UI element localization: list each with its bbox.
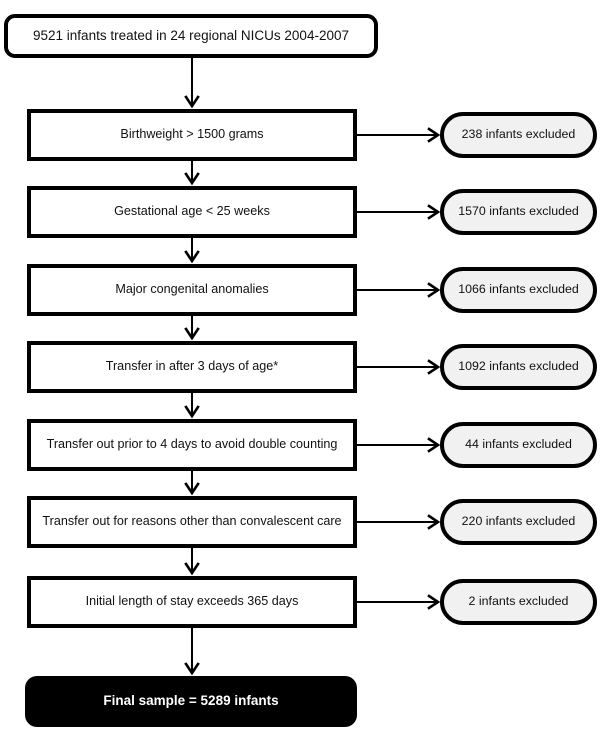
exclusion-arrow-2 [357, 204, 441, 220]
vertical-arrow-step7-to-final [184, 628, 200, 676]
exclusion-label-2: 1570 infants excluded [458, 204, 579, 219]
exclusion-arrow-3 [357, 282, 441, 298]
exclusion-node-7: 2 infants excluded [440, 579, 597, 625]
exclusion-node-2: 1570 infants excluded [440, 189, 597, 235]
exclusion-label-7: 2 infants excluded [468, 594, 569, 609]
criteria-node-7: Initial length of stay exceeds 365 days [27, 576, 357, 628]
cohort-header-node: 9521 infants treated in 24 regional NICU… [4, 14, 378, 58]
criteria-label-6: Transfer out for reasons other than conv… [42, 514, 342, 529]
exclusion-arrow-5 [357, 437, 441, 453]
cohort-header-label: 9521 infants treated in 24 regional NICU… [33, 27, 349, 43]
criteria-label-1: Birthweight > 1500 grams [120, 127, 264, 142]
exclusion-node-1: 238 infants excluded [440, 112, 597, 158]
vertical-arrow-step4-to-step5 [184, 393, 200, 419]
vertical-arrow-step5-to-step6 [184, 471, 200, 496]
criteria-node-4: Transfer in after 3 days of age* [27, 341, 357, 393]
exclusion-node-5: 44 infants excluded [440, 422, 597, 468]
vertical-arrow-header-to-step1 [184, 58, 200, 109]
criteria-node-5: Transfer out prior to 4 days to avoid do… [27, 419, 357, 471]
exclusion-arrow-6 [357, 514, 441, 530]
exclusion-node-3: 1066 infants excluded [440, 267, 597, 313]
criteria-node-1: Birthweight > 1500 grams [27, 109, 357, 161]
final-sample-node: Final sample = 5289 infants [25, 676, 357, 727]
final-sample-label: Final sample = 5289 infants [103, 693, 279, 709]
exclusion-label-1: 238 infants excluded [461, 127, 576, 142]
exclusion-arrow-7 [357, 594, 441, 610]
exclusion-node-6: 220 infants excluded [440, 499, 597, 545]
exclusion-label-4: 1092 infants excluded [458, 359, 579, 374]
criteria-label-2: Gestational age < 25 weeks [114, 204, 270, 219]
exclusion-arrow-4 [357, 359, 441, 375]
vertical-arrow-step2-to-step3 [184, 238, 200, 264]
criteria-label-5: Transfer out prior to 4 days to avoid do… [46, 437, 338, 452]
vertical-arrow-step3-to-step4 [184, 316, 200, 341]
exclusion-label-5: 44 infants excluded [465, 437, 572, 452]
criteria-node-3: Major congenital anomalies [27, 264, 357, 316]
criteria-label-7: Initial length of stay exceeds 365 days [85, 594, 299, 609]
exclusion-label-6: 220 infants excluded [461, 514, 576, 529]
vertical-arrow-step6-to-step7 [184, 548, 200, 576]
criteria-label-3: Major congenital anomalies [115, 282, 269, 297]
criteria-node-2: Gestational age < 25 weeks [27, 186, 357, 238]
exclusion-node-4: 1092 infants excluded [440, 344, 597, 390]
criteria-label-4: Transfer in after 3 days of age* [105, 359, 279, 374]
exclusion-label-3: 1066 infants excluded [458, 282, 579, 297]
criteria-node-6: Transfer out for reasons other than conv… [27, 496, 357, 548]
exclusion-arrow-1 [357, 127, 441, 143]
vertical-arrow-step1-to-step2 [184, 161, 200, 186]
